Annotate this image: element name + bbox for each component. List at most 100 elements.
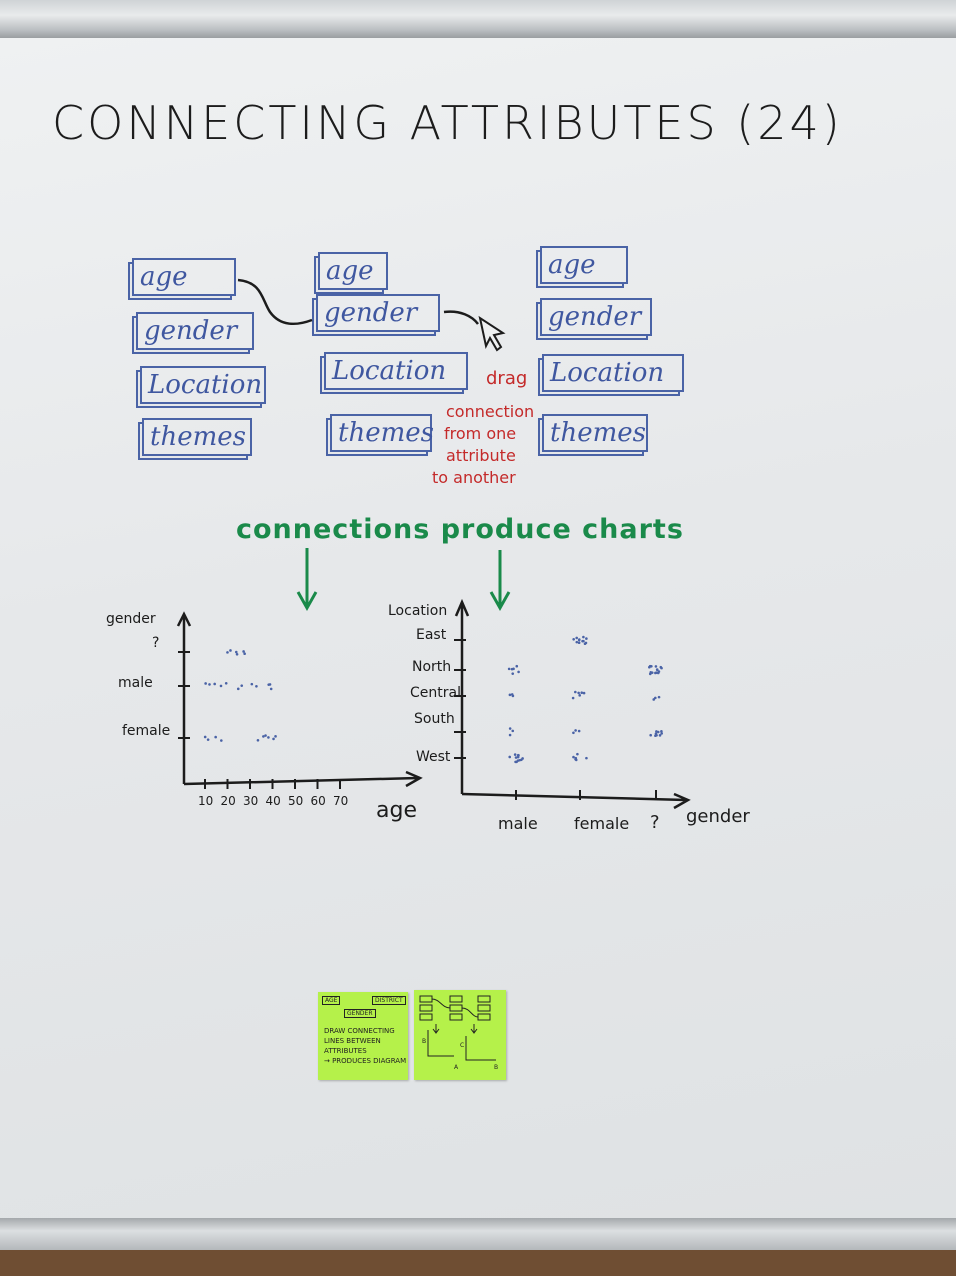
chart1-y-axis [176,611,192,784]
chart2-ylabel: Location [388,603,448,619]
chart1-point [242,650,245,653]
chart2-point [577,641,581,645]
chart1-xtick-label: 60 [311,794,326,808]
chart2-point [572,755,575,759]
attribute-box-location[interactable]: Location [324,352,468,390]
chart1-point [262,735,265,738]
postit-text: DRAW CONNECTING LINES BETWEEN ATTRIBUTES… [324,1026,406,1066]
chart1-point [264,734,267,737]
chart2-ytick: South [414,711,455,727]
postit-line: DRAW CONNECTING [324,1027,395,1035]
chart2-point [656,730,660,734]
chart1-xtick-label: 50 [288,794,303,808]
chart2-point [517,670,520,674]
postit-tag: DISTRICT [372,996,406,1005]
attribute-box-age[interactable]: age [318,252,388,290]
attribute-box-gender[interactable]: gender [316,294,440,332]
chart1-point [243,652,246,655]
board-title: CONNECTING ATTRIBUTES (24) [52,96,843,150]
chart2-point [660,730,663,733]
postit-note-left: AGE DISTRICT GENDER DRAW CONNECTING LINE… [318,992,408,1080]
chart2-point [571,696,575,700]
chart2-point [659,665,663,669]
chart2-point [572,731,575,735]
chart2-point [585,637,588,640]
chart2-point [654,732,658,735]
chart1-point [267,736,270,739]
chart1-point [203,735,207,739]
chart1-x-axis [183,770,423,788]
chart1-point [240,684,244,687]
chart2-point [578,694,581,697]
chart2-point [508,727,512,730]
drag-annotation-line: attribute [446,446,516,465]
chart2-point [654,734,657,738]
chart1-point [274,735,277,738]
chart1-point [213,682,216,686]
chart2-xtick: female [574,814,630,833]
attribute-box-age[interactable]: age [540,246,628,284]
chart2-point [575,640,579,644]
chart1-point [206,738,210,741]
chart1-point [214,735,217,739]
chart1-point [236,687,240,691]
chart2-point [578,638,581,641]
chart2-point [511,729,515,733]
drag-annotation-title: drag [486,368,528,389]
chart2-point [514,760,517,764]
chart1-point [226,651,229,654]
chart2-point [514,756,518,759]
chart1-point [268,683,272,686]
chart2-point [576,752,579,756]
chart1-ylabel: gender [106,611,156,627]
attribute-box-themes[interactable]: themes [142,418,252,456]
floor [0,1250,956,1276]
chart1-point [204,682,207,685]
chart2-point [655,671,658,674]
whiteboard-tray [0,1218,956,1250]
chart1-point [224,682,228,685]
connection-line [237,278,313,326]
postit-line: → PRODUCES DIAGRAM [324,1057,407,1065]
chart2-point [510,667,514,671]
chart1-point [208,683,211,686]
attribute-box-themes[interactable]: themes [330,414,434,452]
chart1-point [272,737,275,741]
chart2-ytick: Central [410,685,461,701]
chart2-point [582,691,586,695]
chart1-ytick: male [118,675,153,691]
chart2-point [658,734,662,737]
attribute-box-gender[interactable]: gender [540,298,652,336]
chart2-point [584,641,588,645]
chart2-point [652,698,656,701]
attribute-box-gender[interactable]: gender [136,312,254,350]
postit-axis-label: B [494,1064,499,1071]
chart1-point [220,739,223,742]
attribute-box-location[interactable]: Location [542,354,684,392]
postit-sketch [419,995,496,1061]
postit-tag: AGE [322,996,341,1005]
postit-line: ATTRIBUTES [324,1047,367,1055]
chart2-point [574,758,578,762]
chart2-point [575,636,578,640]
chart2-point [585,756,588,760]
chart2-point [517,754,520,757]
chart2-point [660,732,663,735]
chart2-xtick: ? [650,812,660,833]
postit-axis-label: A [454,1064,459,1071]
chart1-point [219,684,223,688]
whiteboard-frame-top [0,0,956,38]
chart1-point [234,650,238,654]
chart1-ytick: ? [152,635,160,651]
chart1-xtick-label: 30 [243,794,258,808]
chart2-y-axis [454,598,470,794]
chart2-point [515,664,519,668]
attribute-box-themes[interactable]: themes [542,414,648,452]
chart2-point [574,690,577,694]
chart1-xlabel: age [376,798,417,823]
attribute-box-age[interactable]: age [132,258,236,296]
chart1-point [250,682,254,686]
attribute-box-location[interactable]: Location [140,366,266,404]
connections-heading: connections produce charts [236,514,684,545]
